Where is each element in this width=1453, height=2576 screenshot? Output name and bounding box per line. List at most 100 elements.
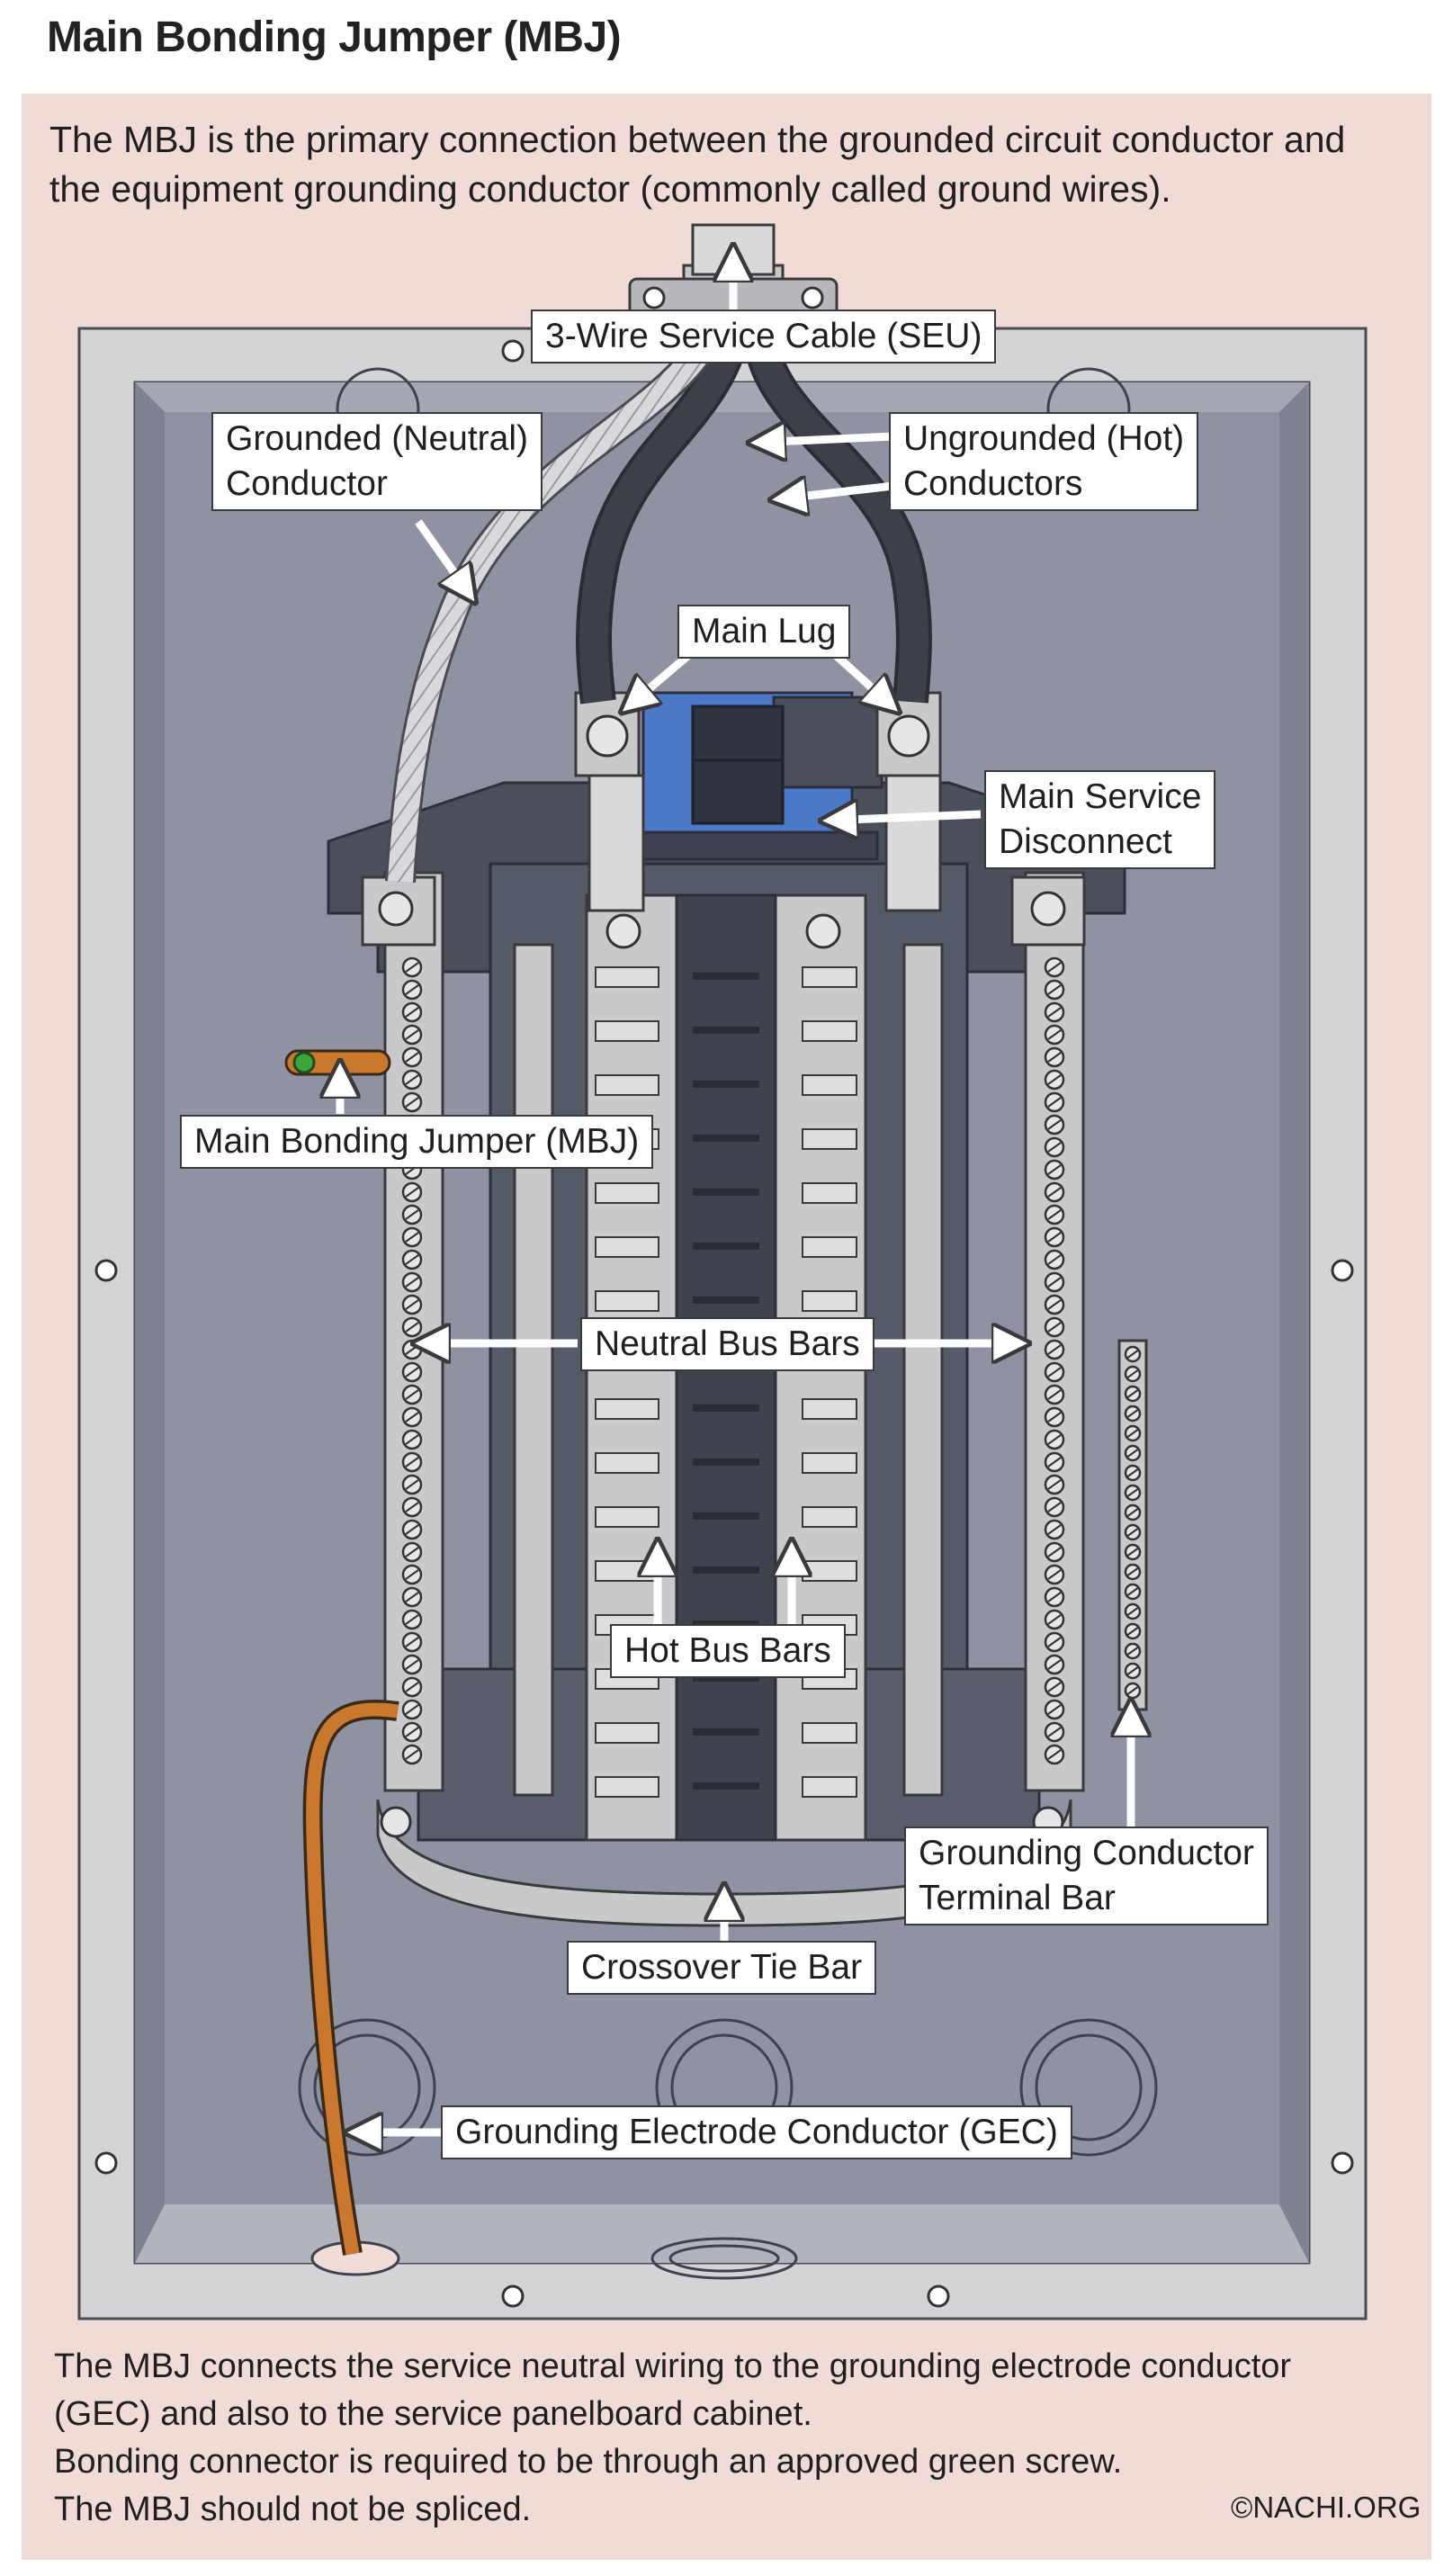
hot-bus-stab <box>693 1405 759 1412</box>
screw-slot <box>1126 1488 1139 1497</box>
screw-slot <box>1047 1749 1062 1760</box>
breaker-slot-tab <box>595 1452 659 1474</box>
screw-slot <box>405 1434 419 1445</box>
label-terminal-line2: Terminal Bar <box>919 1879 1116 1917</box>
breaker-slot-tab <box>595 1182 659 1204</box>
label-grounded-line1: Grounded (Neutral) <box>226 419 528 458</box>
screw-slot <box>1047 1457 1062 1468</box>
label-main-bonding-jumper: Main Bonding Jumper (MBJ) <box>180 1115 654 1169</box>
screw-slot <box>1047 1547 1062 1557</box>
breaker-slot-tab <box>802 1182 857 1204</box>
hot-bus-stab <box>693 1566 759 1574</box>
breaker-slot-tab <box>595 1236 659 1258</box>
breaker-slot-tab <box>802 966 857 988</box>
screw-slot <box>405 1187 419 1198</box>
neutral-straps <box>513 943 944 1797</box>
label-main-lug: Main Lug <box>677 605 851 659</box>
label-grounding-terminal-bar: Grounding Conductor Terminal Bar <box>904 1827 1269 1925</box>
screw-slot <box>1047 1029 1062 1040</box>
screw-slot <box>1047 1659 1062 1670</box>
screw-slot <box>1126 1587 1139 1596</box>
label-gec: Grounding Electrode Conductor (GEC) <box>441 2105 1072 2159</box>
screw-slot <box>405 1277 419 1288</box>
screw-slot <box>1047 1569 1062 1580</box>
breaker-slot-tab <box>595 1020 659 1042</box>
breaker-slot-tab <box>595 1560 659 1582</box>
screw-slot <box>1047 1322 1062 1333</box>
screw-slot <box>405 1637 419 1647</box>
screw-slot <box>1126 1508 1139 1517</box>
screw-slot <box>1047 1412 1062 1423</box>
screw-slot <box>405 1074 419 1085</box>
screw-slot <box>1047 1434 1062 1445</box>
screw-slot <box>1126 1627 1139 1636</box>
breaker-slot-tab <box>802 1452 857 1474</box>
breaker-slot-tab <box>802 1398 857 1420</box>
screw-slot <box>405 1502 419 1512</box>
screw-slot <box>1047 1119 1062 1130</box>
hot-bus-stab <box>693 1297 759 1304</box>
screw-slot <box>405 1749 419 1760</box>
breaker-slot-tab <box>802 1236 857 1258</box>
footer-line-3: Bonding connector is required to be thro… <box>54 2443 1123 2481</box>
screw-slot <box>405 1299 419 1310</box>
screw-slot <box>1047 1209 1062 1220</box>
screw-slot <box>1047 1524 1062 1535</box>
screw-slot <box>1047 1479 1062 1490</box>
screw-slot <box>1047 1142 1062 1153</box>
screw-slot <box>1047 1682 1062 1692</box>
screw-slot <box>1126 1369 1139 1378</box>
label-ungrounded-line1: Ungrounded (Hot) <box>903 419 1185 458</box>
screw-slot <box>1047 1502 1062 1512</box>
screw-slot <box>1047 1637 1062 1647</box>
screw-slot <box>1047 1367 1062 1378</box>
screw-slot <box>1047 1097 1062 1108</box>
screw-slot <box>405 1524 419 1535</box>
label-ungrounded-conductors: Ungrounded (Hot) Conductors <box>889 412 1199 511</box>
screw-slot <box>1047 1164 1062 1175</box>
screw-slot <box>1047 1052 1062 1063</box>
screw-slot <box>405 1659 419 1670</box>
screw-slot <box>405 1547 419 1557</box>
footer-line-2: (GEC) and also to the service panelboard… <box>54 2395 812 2433</box>
hot-bus-stab <box>693 1782 759 1790</box>
breaker-slot-tab <box>802 1560 857 1582</box>
screw-slot <box>405 1367 419 1378</box>
knockouts <box>298 367 1158 2280</box>
hot-bus-stab <box>693 1459 759 1466</box>
screw-slot <box>405 1592 419 1602</box>
label-main-service-disconnect: Main Service Disconnect <box>984 770 1216 869</box>
screw-slot <box>405 1097 419 1108</box>
screw-slot <box>1047 1614 1062 1625</box>
main-lug-left <box>574 691 645 949</box>
screw-slot <box>405 1007 419 1018</box>
label-grounded-line2: Conductor <box>226 464 388 503</box>
screw-slot <box>1047 1344 1062 1355</box>
screw-slot <box>1047 1074 1062 1085</box>
screw-slot <box>1047 1254 1062 1265</box>
breaker-slot-tab <box>595 1290 659 1312</box>
screw-slot <box>405 1457 419 1468</box>
label-crossover-tie-bar: Crossover Tie Bar <box>567 1941 877 1995</box>
screw-slot <box>1047 1277 1062 1288</box>
screw-slot <box>1126 1548 1139 1557</box>
label-ungrounded-line2: Conductors <box>903 464 1083 503</box>
screw-slot <box>405 1727 419 1737</box>
screw-slot <box>1047 984 1062 995</box>
screw-slot <box>1047 1727 1062 1737</box>
label-terminal-line1: Grounding Conductor <box>919 1834 1254 1872</box>
screw-slot <box>1047 1187 1062 1198</box>
breaker-slot-tab <box>595 1398 659 1420</box>
label-arrows <box>340 250 1131 2132</box>
footer-line-4: The MBJ should not be spliced. <box>54 2491 532 2528</box>
screw-slot <box>405 1614 419 1625</box>
label-disconnect-line1: Main Service <box>999 777 1202 816</box>
screw-slot <box>1126 1429 1139 1438</box>
footer-notes: The MBJ connects the service neutral wir… <box>54 2343 1404 2534</box>
breaker-slot-tab <box>802 1290 857 1312</box>
screw-slot <box>405 1704 419 1715</box>
copyright: ©NACHI.ORG <box>1231 2491 1422 2524</box>
breaker-slot-tab <box>595 1506 659 1528</box>
screw-slot <box>405 1232 419 1243</box>
screw-slot <box>405 1209 419 1220</box>
